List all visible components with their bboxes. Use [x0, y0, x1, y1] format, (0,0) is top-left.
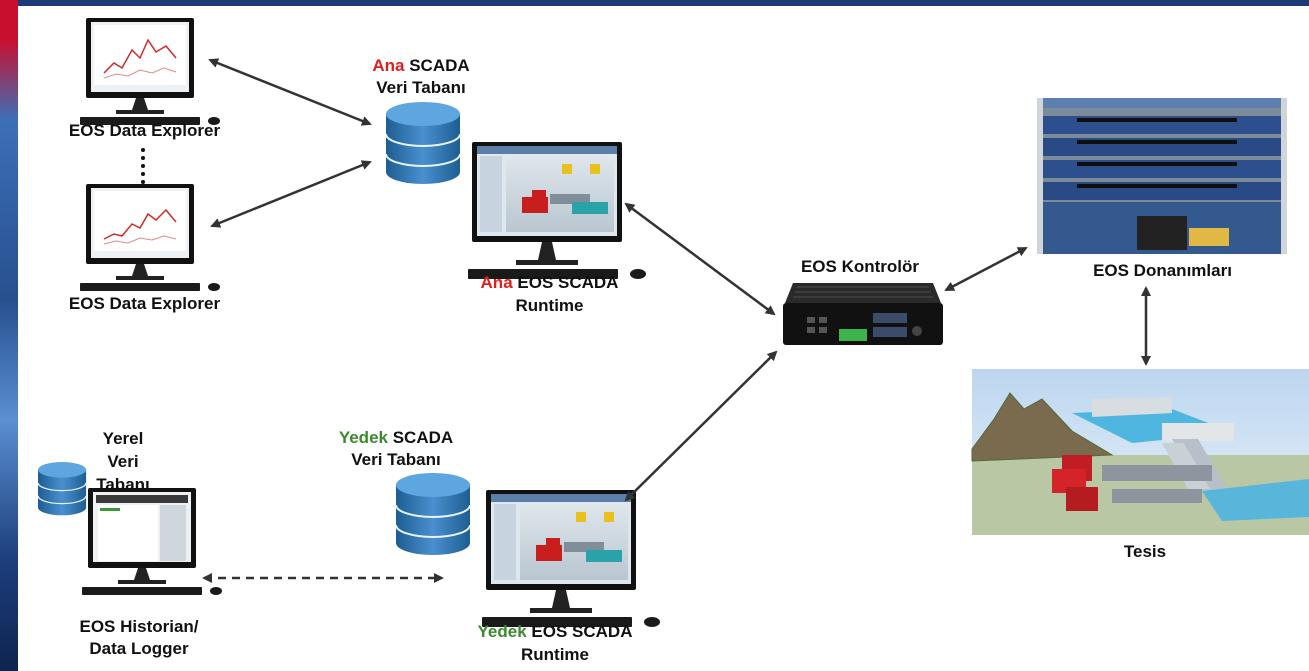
arrow-backupruntime-controller	[624, 350, 778, 502]
main-db-prefix: Ana	[372, 56, 405, 75]
main-runtime-label-line2: Runtime	[515, 296, 584, 315]
backup-db-title: SCADA	[392, 428, 454, 447]
backup-db-label-line2: Veri Tabanı	[351, 450, 441, 469]
main-runtime-monitor	[468, 142, 646, 279]
explorer-label-1: EOS Data Explorer	[68, 121, 221, 140]
arrow-controller-hardware	[944, 246, 1028, 292]
main-database-icon	[385, 101, 461, 185]
backup-runtime-label-line2: Runtime	[521, 645, 589, 664]
connection-arrows	[202, 58, 1151, 583]
backup-db-prefix: Yedek	[338, 428, 388, 447]
main-runtime-title: EOS SCADA	[517, 273, 619, 292]
backup-runtime-title: EOS SCADA	[531, 622, 633, 641]
main-runtime-label-line1: Ana EOS SCADA	[452, 272, 647, 294]
main-db-label-line1: Ana SCADA	[346, 55, 496, 77]
ellipsis-dots	[141, 148, 145, 184]
arrow-explorer2-maindb	[210, 160, 372, 228]
hardware-photo	[1037, 98, 1287, 254]
top-strip	[0, 0, 1309, 10]
main-db-title: SCADA	[409, 56, 470, 75]
controller-box-icon	[783, 283, 943, 345]
backup-runtime-monitor	[482, 490, 660, 627]
explorer-label-2: EOS Data Explorer	[68, 294, 221, 313]
historian-monitor	[82, 488, 222, 595]
local-db-label-3: Tabanı	[96, 475, 150, 494]
arrow-mainruntime-controller	[624, 202, 776, 316]
hardware-label: EOS Donanımları	[1093, 261, 1232, 280]
arrow-explorer1-maindb	[208, 58, 372, 126]
backup-runtime-label-line1: Yedek EOS SCADA	[450, 621, 660, 643]
backup-runtime-prefix: Yedek	[477, 622, 527, 641]
historian-label-1: EOS Historian/	[79, 617, 199, 636]
main-runtime-prefix: Ana	[480, 273, 513, 292]
backup-database-icon	[395, 472, 471, 556]
explorer-monitor-2	[80, 184, 220, 291]
explorer-monitor-1	[80, 18, 220, 125]
plant-label: Tesis	[1123, 542, 1167, 561]
main-db-label-line2: Veri Tabanı	[376, 78, 466, 97]
controller-label: EOS Kontrolör	[800, 257, 920, 276]
backup-db-label-line1: Yedek SCADA	[316, 427, 476, 449]
local-db-label-1: Yerel	[102, 429, 144, 448]
historian-label-2: Data Logger	[89, 639, 189, 658]
local-db-label-2: Veri	[107, 452, 139, 471]
left-decor-strip	[0, 0, 18, 671]
plant-3d-image	[971, 369, 1309, 535]
